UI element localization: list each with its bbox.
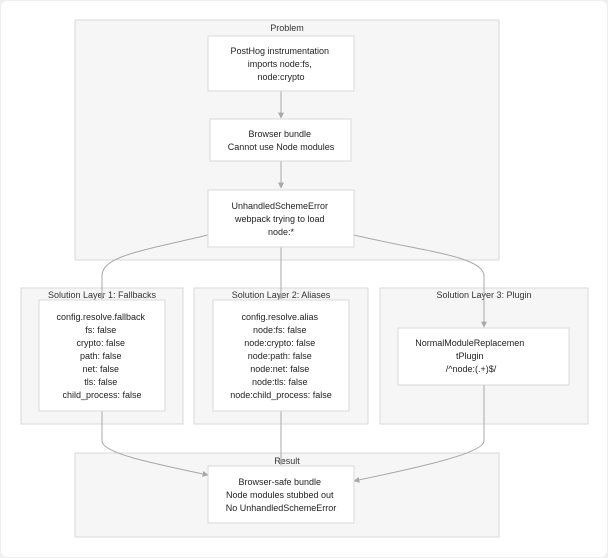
node-browser-safe-text: Browser-safe bundle Node modules stubbed… <box>226 477 337 513</box>
node-browser-safe: Browser-safe bundle Node modules stubbed… <box>207 465 355 524</box>
node-posthog: PostHog instrumentation imports node:fs,… <box>207 35 355 92</box>
node-alias: config.resolve.alias node:fs: false node… <box>212 299 350 412</box>
edge-error-plugin <box>353 234 487 328</box>
edge-fallback-safe <box>101 411 209 477</box>
node-plugin: NormalModuleReplacemen tPlugin /^node:(.… <box>397 327 570 386</box>
node-alias-text: config.resolve.alias node:fs: false node… <box>230 312 332 400</box>
node-plugin-text: NormalModuleReplacemen tPlugin /^node:(.… <box>415 338 527 374</box>
node-browser-bundle: Browser bundle Cannot use Node modules <box>209 118 352 162</box>
node-fallback: config.resolve.fallback fs: false crypto… <box>38 299 166 412</box>
node-fallback-text: config.resolve.fallback fs: false crypto… <box>56 312 147 400</box>
cluster-problem-title: Problem <box>270 23 304 33</box>
edge-error-fallback <box>99 234 209 300</box>
node-error-text: UnhandledSchemeError webpack trying to l… <box>231 201 330 237</box>
edge-plugin-safe <box>353 385 485 483</box>
node-error: UnhandledSchemeError webpack trying to l… <box>207 189 355 248</box>
cluster-result-title: Result <box>274 456 300 466</box>
node-posthog-text: PostHog instrumentation imports node:fs,… <box>230 46 331 82</box>
node-browser-bundle-text: Browser bundle Cannot use Node modules <box>228 129 335 152</box>
